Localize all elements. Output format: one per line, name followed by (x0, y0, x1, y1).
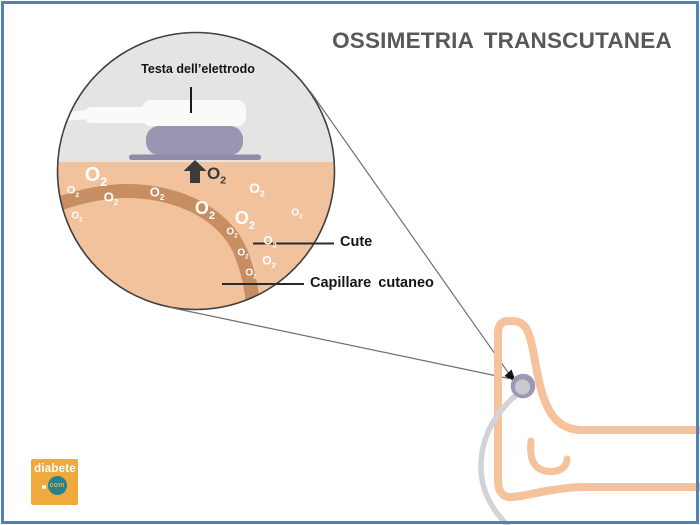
o2-molecule: O2 (263, 233, 277, 250)
cute-label: Cute (340, 234, 373, 250)
electrode-contact-bar (129, 154, 261, 160)
o2-molecule: O2 (262, 253, 276, 270)
logo-dot (42, 485, 46, 489)
arrow-o2-label: O2 (207, 164, 227, 187)
o2-molecule: O2 (71, 210, 83, 224)
logo-name: diabete (34, 463, 76, 475)
electrode-cable (84, 107, 149, 123)
sensor-inner (514, 379, 531, 395)
electrode-body (142, 100, 246, 126)
electrode-head-label: Testa dell’elettrodo (141, 62, 255, 76)
foot-outline (494, 317, 700, 502)
o2-molecule: O2 (103, 189, 119, 207)
o2-molecule: O2 (149, 184, 165, 202)
o2-molecule: O2 (245, 267, 257, 281)
electrode-head (146, 126, 243, 155)
oxygen-arrow (183, 160, 207, 183)
capillare-label: Capillare cutaneo (310, 275, 434, 291)
sensor-cable (478, 391, 520, 525)
magnifier-circle (56, 31, 336, 311)
o2-molecule: O2 (249, 179, 265, 199)
o2-molecule: O2 (237, 247, 249, 261)
o2-molecule: O2 (66, 184, 80, 199)
o2-molecule: O2 (194, 198, 216, 222)
tangent-line-upper (309, 90, 513, 379)
capillary-band (57, 184, 260, 308)
tangent-line-lower (167, 306, 510, 380)
page-title: OSSIMETRIA TRANSCUTANEA (332, 28, 672, 53)
o2-molecule: O2 (291, 207, 303, 221)
o2-molecule: O2 (234, 208, 256, 232)
foot-inner-curve (527, 437, 571, 476)
logo-tld: com (49, 481, 65, 489)
o2-molecule: O2 (226, 226, 238, 240)
o2-molecule: O2 (84, 163, 108, 189)
logo-tld-circle: com (47, 475, 67, 495)
logo: diabete com (31, 459, 78, 505)
